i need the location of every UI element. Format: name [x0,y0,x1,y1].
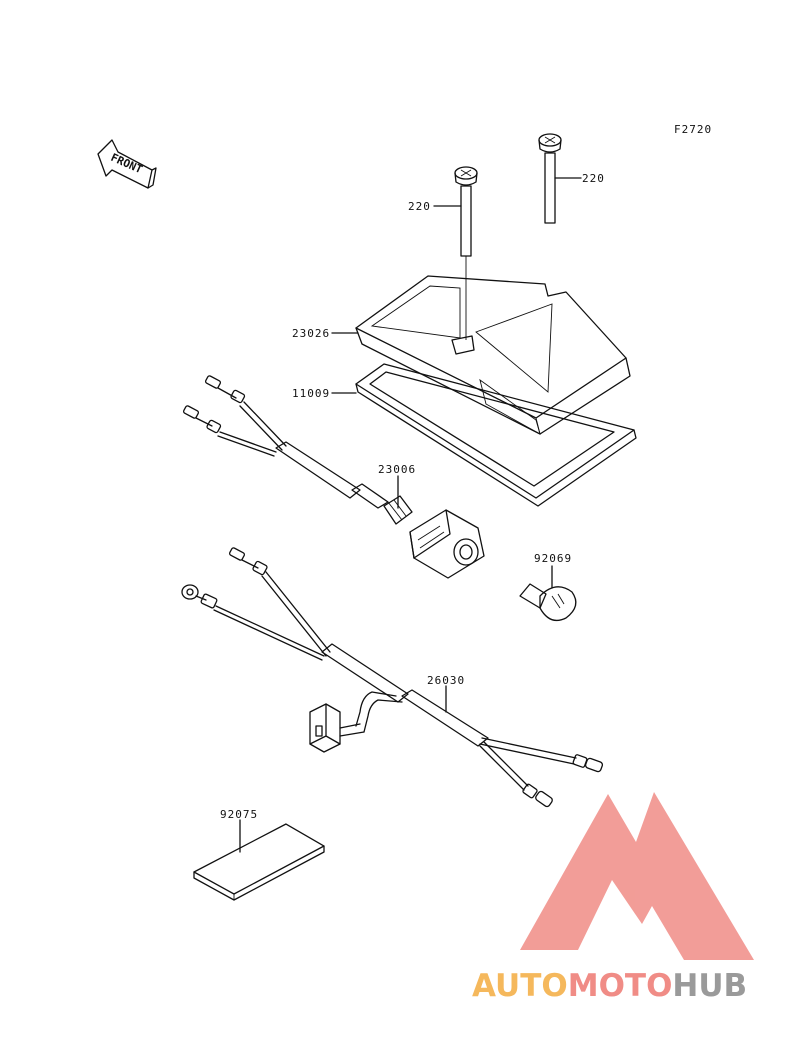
watermark-hub: HUB [672,968,747,1004]
part-label-92075: 92075 [220,808,258,821]
part-label-23026: 23026 [292,327,330,340]
watermark-logo [520,792,754,960]
figure-code: F2720 [674,123,712,136]
screw-220-right [538,133,562,224]
part-label-11009: 11009 [292,387,330,400]
watermark-text: AUTOMOTOHUB [472,968,747,1004]
watermark-triangle-icon [520,792,754,960]
part-label-26030: 26030 [427,674,465,687]
watermark-auto: AUTO [472,968,568,1004]
adhesive-pad [193,823,325,901]
sub-wire-harness [181,547,604,808]
screw-220-left [454,166,478,257]
part-label-220-right: 220 [582,172,605,185]
lens-gasket [355,363,637,507]
tail-light-bulb [519,583,577,622]
watermark-moto: MOTO [568,968,673,1004]
front-label: FRONT [109,151,145,176]
part-label-23006: 23006 [378,463,416,476]
part-label-220-left: 220 [408,200,431,213]
front-arrow-icon: FRONT [97,139,157,189]
bulb-socket-harness [182,375,485,579]
part-label-92069: 92069 [534,552,572,565]
